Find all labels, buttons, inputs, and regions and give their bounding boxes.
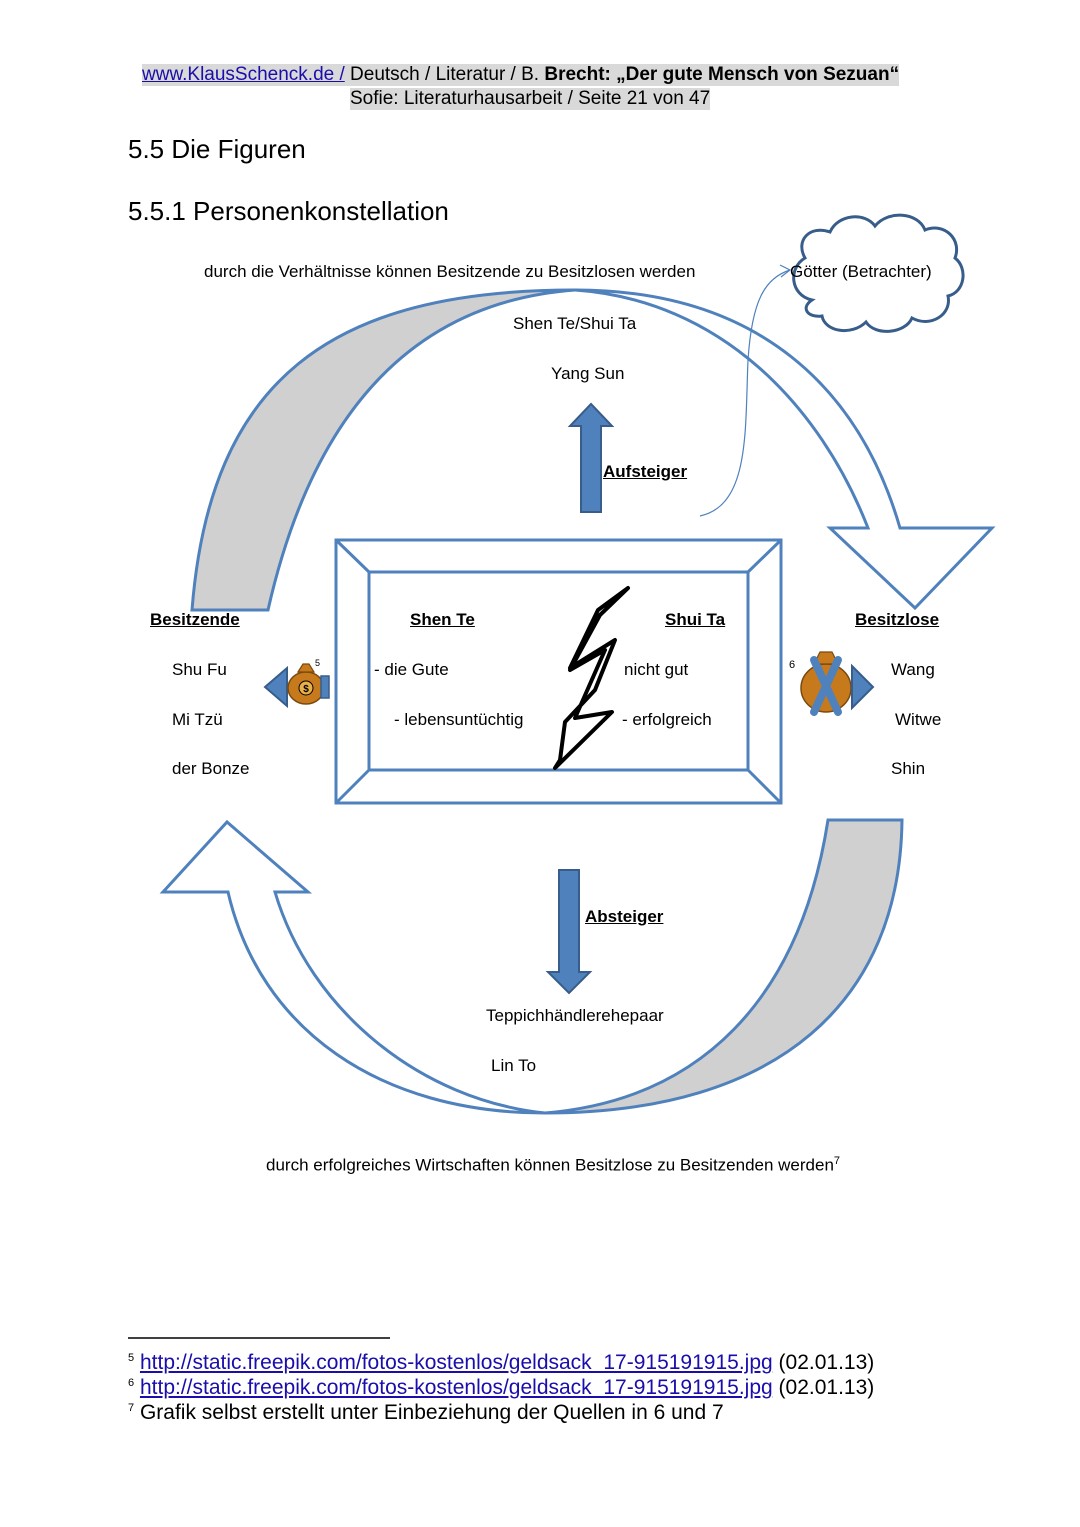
down-arrow bbox=[545, 869, 593, 995]
owner-1: Shu Fu bbox=[172, 660, 227, 679]
footnote-5-link[interactable]: http://static.freepik.com/fotos-kostenlo… bbox=[139, 1351, 773, 1374]
owner-3: der Bonze bbox=[172, 759, 250, 778]
gods-cloud bbox=[792, 213, 965, 333]
center-left-trait-1: - die Gute bbox=[374, 660, 449, 679]
footnote-7-num: 7 bbox=[128, 1402, 135, 1414]
money-bag-left: $ bbox=[287, 663, 325, 705]
note-right: 6 bbox=[789, 659, 796, 671]
footnote-7: 7 Grafik selbst erstellt unter Einbezieh… bbox=[128, 1401, 724, 1425]
nonowner-1: Wang bbox=[891, 660, 935, 679]
bottom-curved-arrow-band bbox=[544, 818, 904, 1115]
nonowner-2: Witwe bbox=[895, 710, 942, 729]
svg-text:$: $ bbox=[303, 684, 309, 695]
money-bag-right bbox=[800, 651, 852, 716]
gods-connector-tip bbox=[779, 264, 792, 278]
center-left-trait-2: - lebensuntüchtig bbox=[394, 710, 524, 729]
header-line-1: www.KlausSchenck.de / Deutsch / Literatu… bbox=[142, 64, 900, 86]
footnote-5-date: (02.01.13) bbox=[772, 1351, 875, 1374]
bottom-curved-arrow bbox=[159, 819, 546, 1115]
bottom-caption-note: 7 bbox=[833, 1155, 841, 1167]
left-arrow bbox=[263, 665, 288, 709]
footnote-6-link[interactable]: http://static.freepik.com/fotos-kostenlo… bbox=[139, 1376, 773, 1399]
bottom-caption-text: durch erfolgreiches Wirtschaften können … bbox=[266, 1155, 834, 1175]
riser-1: Shen Te/Shui Ta bbox=[513, 314, 637, 333]
section-heading: 5.5 Die Figuren bbox=[128, 134, 306, 164]
left-arrow-tail bbox=[320, 675, 330, 699]
center-right-trait-2: - erfolgreich bbox=[622, 710, 712, 729]
footnote-5: 5 http://static.freepik.com/fotos-kosten… bbox=[128, 1351, 874, 1375]
riser-2: Yang Sun bbox=[551, 364, 625, 383]
top-curved-arrow bbox=[574, 288, 996, 611]
footnote-6-num: 6 bbox=[128, 1377, 135, 1389]
bottom-caption: durch erfolgreiches Wirtschaften können … bbox=[266, 1155, 840, 1176]
center-right-trait-1: nicht gut bbox=[624, 660, 689, 679]
header-path: Deutsch / Literatur / B. bbox=[344, 64, 545, 85]
footnote-6-date: (02.01.13) bbox=[772, 1376, 875, 1399]
header-link[interactable]: www.KlausSchenck.de / bbox=[142, 64, 345, 85]
center-right-heading: Shui Ta bbox=[665, 610, 726, 629]
owners-heading: Besitzende bbox=[150, 610, 240, 629]
up-arrow bbox=[567, 402, 615, 513]
header-line-2: Sofie: Literaturhausarbeit / Seite 21 vo… bbox=[350, 88, 711, 110]
gods-connector-line bbox=[699, 269, 791, 517]
nonowner-3: Shin bbox=[891, 759, 926, 778]
lightning-bolt bbox=[553, 586, 630, 770]
footnote-7-text: Grafik selbst erstellt unter Einbeziehun… bbox=[139, 1401, 724, 1424]
footnote-5-num: 5 bbox=[128, 1352, 135, 1364]
footnote-6: 6 http://static.freepik.com/fotos-kosten… bbox=[128, 1376, 874, 1400]
top-caption: durch die Verhältnisse können Besitzende… bbox=[204, 262, 696, 281]
faller-1: Teppichhändlerehepaar bbox=[486, 1006, 664, 1025]
gods-label: Götter (Betrachter) bbox=[790, 262, 932, 281]
subsection-heading: 5.5.1 Personenkonstellation bbox=[128, 196, 449, 226]
note-left: 5 bbox=[315, 658, 321, 668]
nonowners-heading: Besitzlose bbox=[855, 610, 940, 629]
owner-2: Mi Tzü bbox=[172, 710, 223, 729]
center-left-heading: Shen Te bbox=[410, 610, 475, 629]
header-title: Brecht: „Der gute Mensch von Sezuan“ bbox=[544, 64, 900, 85]
right-arrow bbox=[851, 663, 875, 711]
faller-2: Lin To bbox=[491, 1056, 537, 1075]
riser-label: Aufsteiger bbox=[603, 462, 688, 481]
top-curved-arrow-band bbox=[190, 288, 576, 612]
fallers-label: Absteiger bbox=[585, 907, 664, 926]
